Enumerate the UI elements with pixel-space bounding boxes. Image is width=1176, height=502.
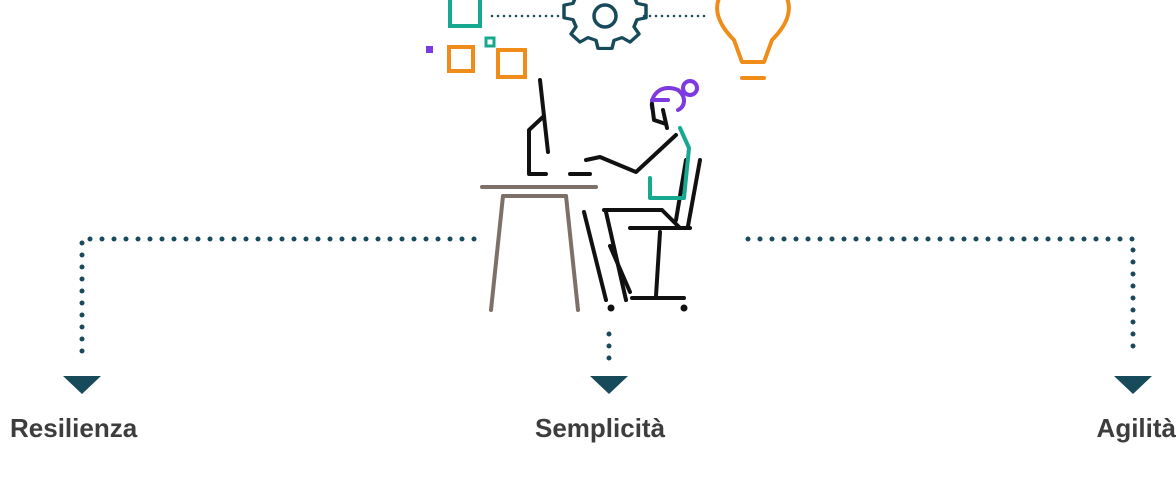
person-head bbox=[649, 79, 699, 112]
chair-wheel bbox=[607, 304, 615, 312]
gear-icon bbox=[562, 0, 648, 50]
squares-icon bbox=[426, 0, 527, 79]
person-body bbox=[582, 108, 702, 302]
arrow-down-center-icon bbox=[590, 376, 628, 394]
arrow-down-right-icon bbox=[1114, 376, 1152, 394]
lightbulb-icon bbox=[715, 0, 791, 80]
person-face bbox=[650, 102, 668, 126]
label-semplicita: Semplicità bbox=[535, 413, 666, 443]
label-resilienza: Resilienza bbox=[10, 413, 138, 443]
monitor bbox=[527, 78, 592, 176]
connector-left bbox=[79, 236, 477, 361]
desk bbox=[480, 185, 598, 312]
connector-right bbox=[745, 236, 1136, 361]
person-at-desk-illustration bbox=[480, 78, 702, 312]
chair-wheel bbox=[680, 304, 688, 312]
person-torso bbox=[648, 126, 691, 200]
label-agilita: Agilità bbox=[1096, 413, 1176, 443]
arrow-down-left-icon bbox=[63, 376, 101, 394]
